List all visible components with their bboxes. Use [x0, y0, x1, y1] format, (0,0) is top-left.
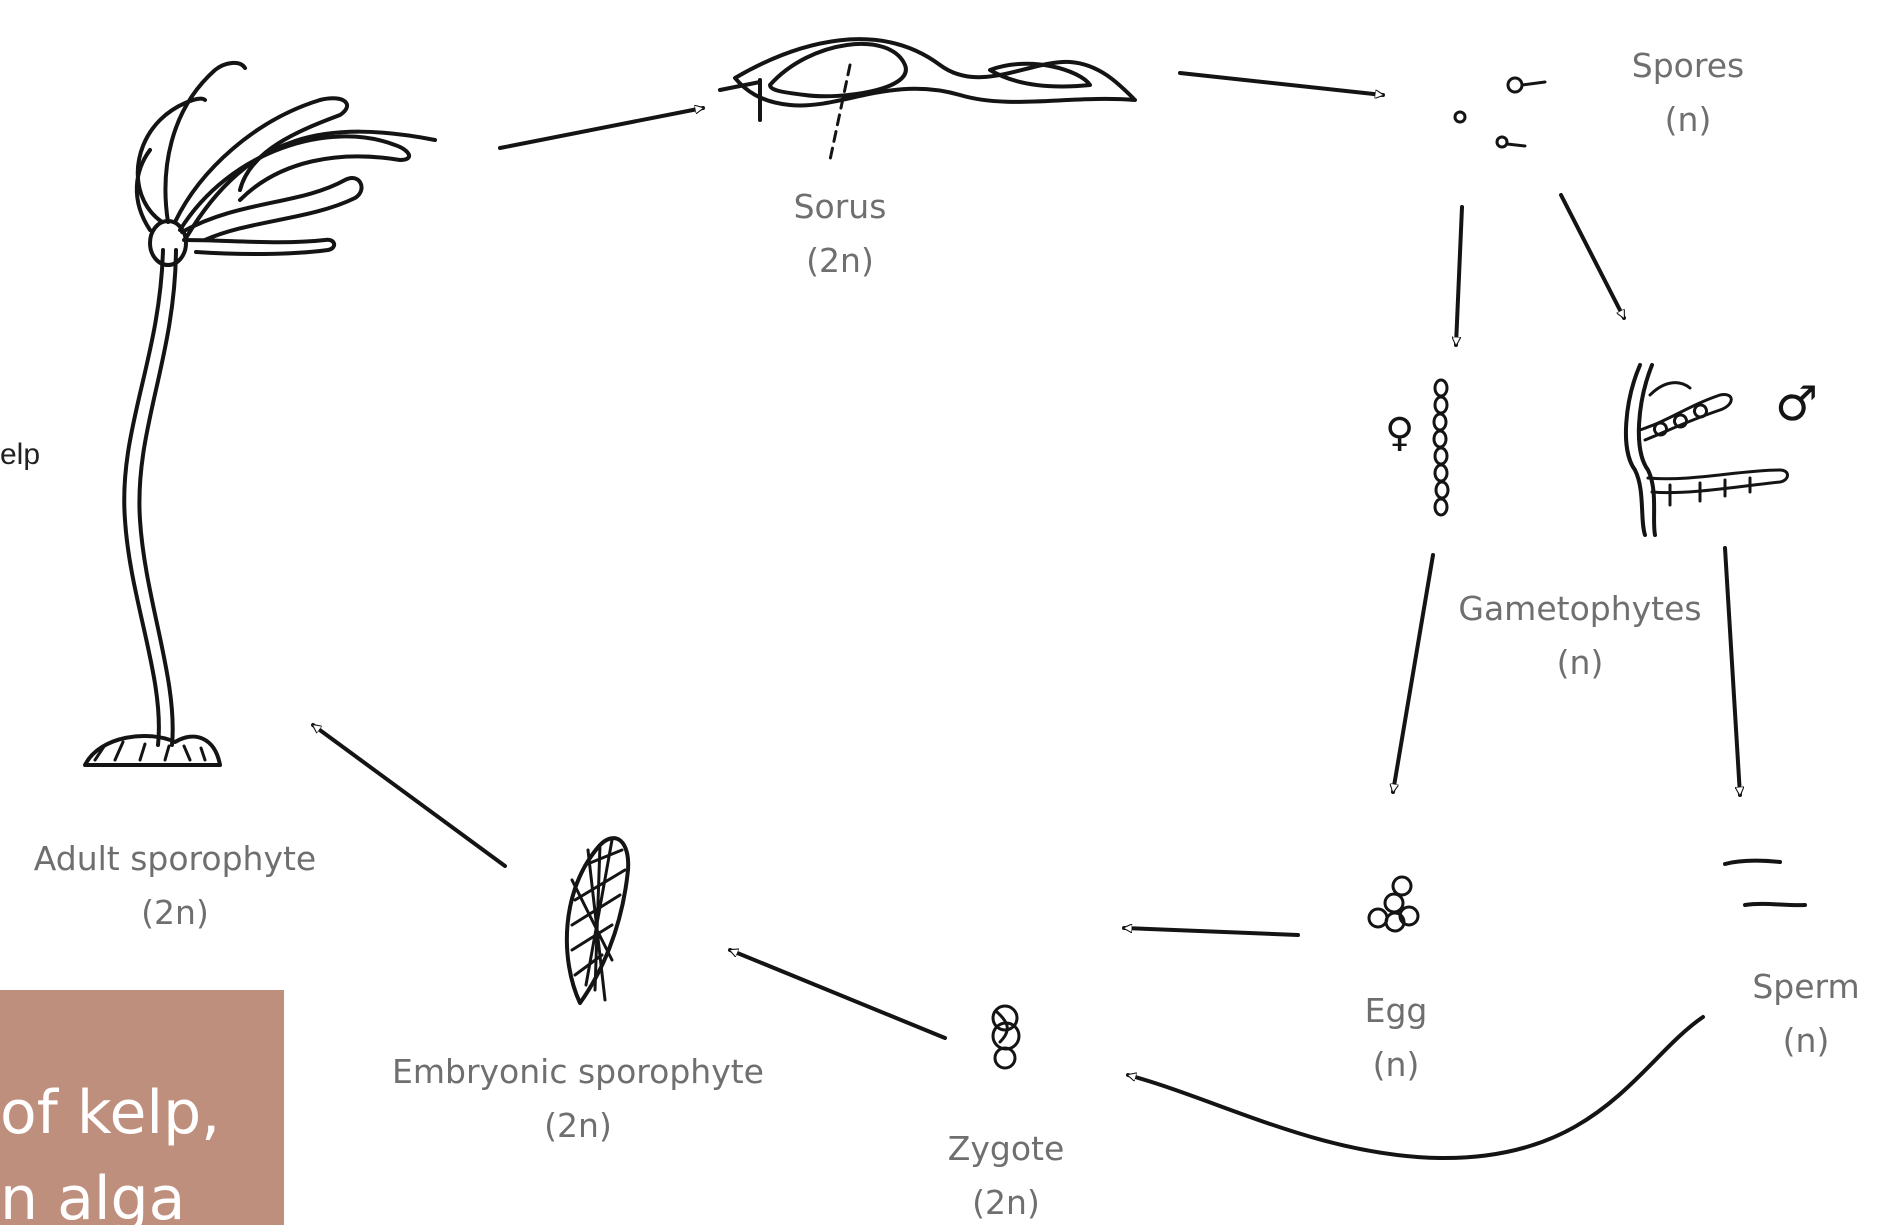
- arrow-spores-to-female-gametophyte: [1456, 207, 1462, 345]
- arrow-sperm-to-zygote: [1128, 1017, 1703, 1158]
- label-gametophytes: Gametophytes: [1458, 589, 1701, 628]
- arrow-embryonic-to-adult: [313, 725, 505, 866]
- adult-sporophyte-illustration: [85, 63, 435, 765]
- sorus-illustration: [720, 39, 1135, 160]
- arrow-egg-to-zygote: [1124, 928, 1298, 935]
- arrow-zygote-to-embryonic: [730, 950, 945, 1038]
- caption-line-1: of kelp,: [0, 1070, 220, 1156]
- arrow-male-gametophyte-to-sperm: [1725, 548, 1740, 795]
- label-egg: Egg: [1365, 991, 1428, 1030]
- label-gametophytes-ploidy: (n): [1557, 643, 1604, 682]
- arrow-sorus-to-spores: [1180, 73, 1383, 95]
- arrow-spores-to-male-gametophyte: [1561, 195, 1624, 318]
- label-spores: Spores: [1632, 46, 1744, 85]
- male-symbol: ♂: [1775, 376, 1818, 432]
- egg-illustration: [1369, 877, 1418, 931]
- label-egg-ploidy: (n): [1373, 1045, 1420, 1084]
- label-zygote-ploidy: (2n): [972, 1183, 1040, 1222]
- label-zygote: Zygote: [948, 1129, 1065, 1168]
- label-spores-ploidy: (n): [1665, 100, 1712, 139]
- label-embryonic-sporophyte: Embryonic sporophyte: [392, 1052, 764, 1091]
- label-sperm-ploidy: (n): [1783, 1021, 1830, 1060]
- spores-illustration: [1455, 78, 1545, 147]
- label-adult-sporophyte: Adult sporophyte: [34, 839, 316, 878]
- label-adult-sporophyte-ploidy: (2n): [141, 893, 209, 932]
- label-sorus-ploidy: (2n): [806, 241, 874, 280]
- side-text-fragment: elp: [0, 438, 40, 472]
- female-gametophyte-illustration: [1434, 380, 1448, 515]
- caption-text: of kelp, n alga: [0, 1070, 220, 1225]
- stage-labels: Sorus (2n) Spores (n) Gametophytes (n) E…: [34, 46, 1860, 1222]
- zygote-illustration: [993, 1006, 1019, 1068]
- embryonic-sporophyte-illustration: [567, 838, 628, 1003]
- caption-box: of kelp, n alga: [0, 990, 284, 1225]
- male-gametophyte-illustration: [1626, 365, 1788, 535]
- label-embryonic-sporophyte-ploidy: (2n): [544, 1106, 612, 1145]
- label-sperm: Sperm: [1752, 967, 1859, 1006]
- caption-line-2: n alga: [0, 1156, 220, 1225]
- sperm-illustration: [1725, 861, 1805, 905]
- label-sorus: Sorus: [794, 187, 887, 226]
- arrow-adult-to-sorus: [500, 108, 703, 148]
- arrow-female-gametophyte-to-egg: [1393, 555, 1433, 792]
- female-symbol: ♀: [1385, 410, 1414, 456]
